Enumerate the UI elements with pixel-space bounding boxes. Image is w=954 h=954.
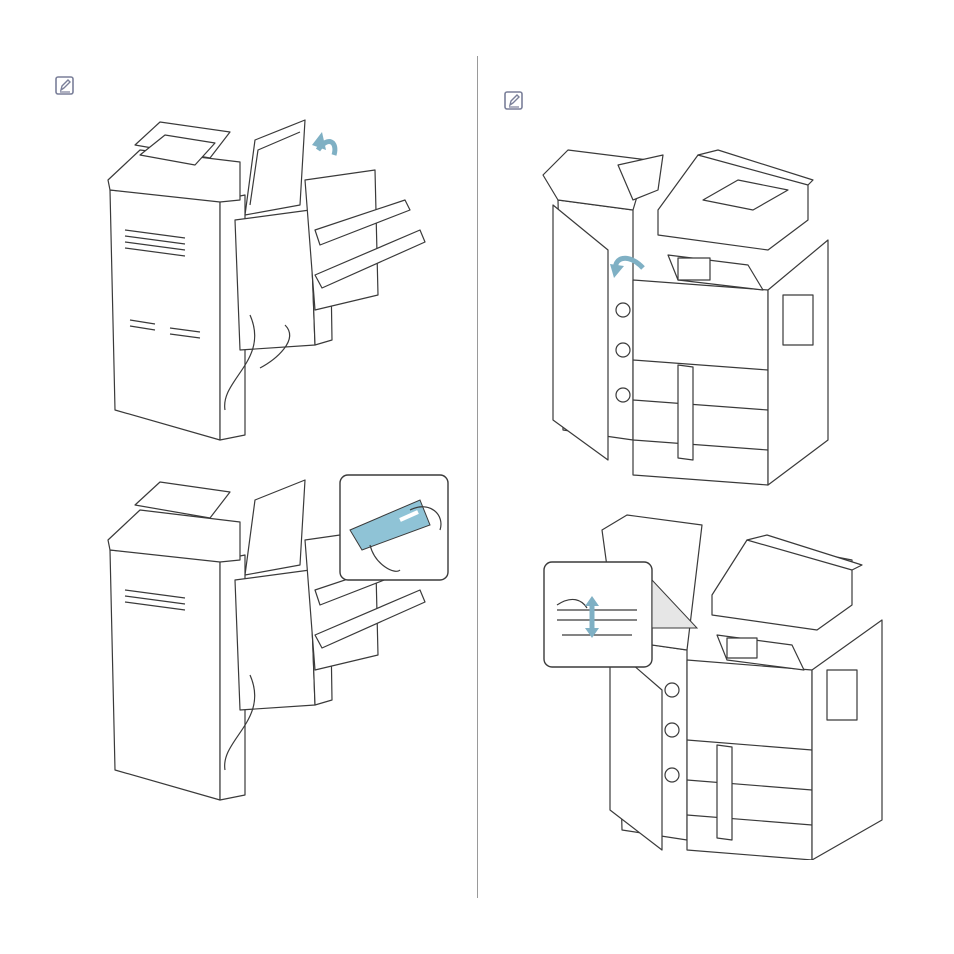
figure-finisher-open-top-cover <box>100 110 435 445</box>
note-pencil-icon <box>503 90 525 112</box>
figure-finisher-remove-paper <box>100 470 450 805</box>
column-divider <box>477 56 478 898</box>
figure-finisher-side-lift-lever <box>542 510 892 860</box>
figure-finisher-side-open-door <box>538 140 838 490</box>
note-pencil-icon <box>54 75 76 97</box>
